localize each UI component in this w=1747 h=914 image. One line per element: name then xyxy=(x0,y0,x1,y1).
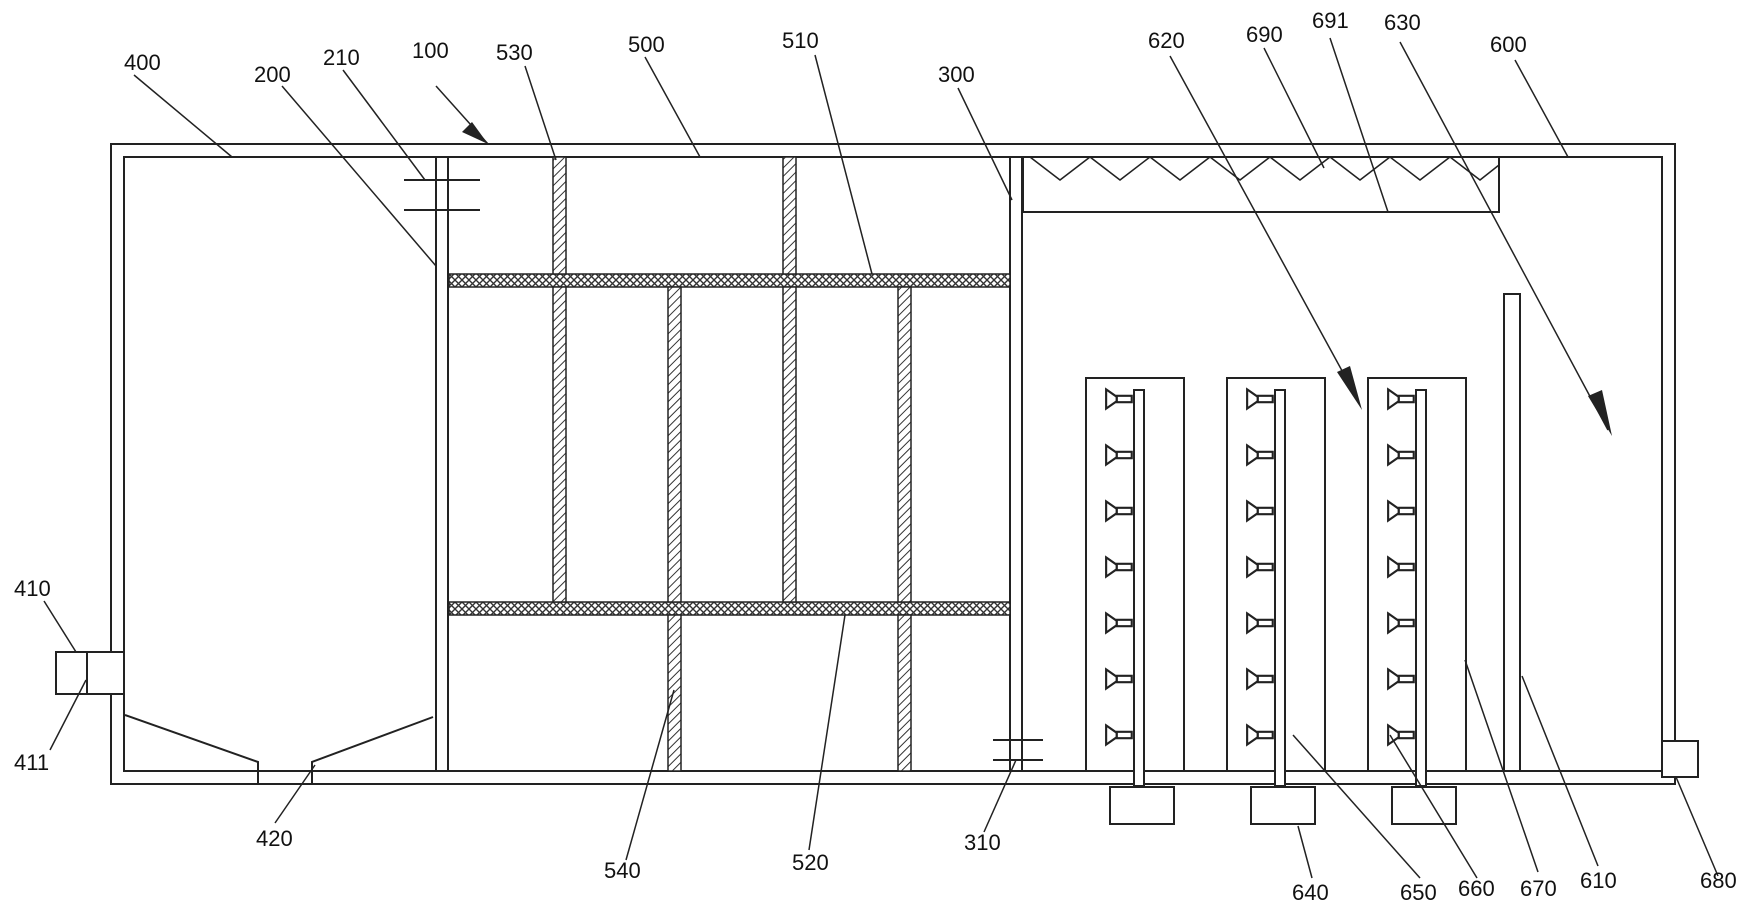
label-400: 400 xyxy=(124,50,161,75)
reference-labels: 400 200 210 100 530 500 510 300 620 690 … xyxy=(14,8,1737,905)
mesh-layer-520 xyxy=(448,601,1011,616)
label-680: 680 xyxy=(1700,868,1737,893)
riser-pipe xyxy=(1415,389,1427,787)
inlet-pipe-410 xyxy=(86,651,125,695)
cover-691 xyxy=(1022,156,1500,213)
label-500: 500 xyxy=(628,32,665,57)
label-310: 310 xyxy=(964,830,1001,855)
pump-base xyxy=(1109,786,1175,825)
label-520: 520 xyxy=(792,850,829,875)
pump-base xyxy=(1391,786,1457,825)
label-410: 410 xyxy=(14,576,51,601)
label-411: 411 xyxy=(14,750,49,775)
sedimentation-chamber xyxy=(55,651,434,783)
riser-pipe xyxy=(1133,389,1145,787)
partition-300 xyxy=(993,156,1043,772)
label-210: 210 xyxy=(323,45,360,70)
label-530: 530 xyxy=(496,40,533,65)
filter-section xyxy=(448,156,1011,772)
label-670: 670 xyxy=(1520,876,1557,901)
label-420: 420 xyxy=(256,826,293,851)
support-bar-530 xyxy=(552,156,567,275)
label-610: 610 xyxy=(1580,868,1617,893)
mesh-layer-510 xyxy=(448,273,1011,288)
label-660: 660 xyxy=(1458,876,1495,901)
label-540: 540 xyxy=(604,858,641,883)
baffle-610 xyxy=(1503,293,1521,772)
pump-base xyxy=(1250,786,1316,825)
label-200: 200 xyxy=(254,62,291,87)
partition-200 xyxy=(404,156,480,772)
support-bar-540 xyxy=(667,614,682,772)
label-640: 640 xyxy=(1292,880,1329,905)
label-650: 650 xyxy=(1400,880,1437,905)
label-510: 510 xyxy=(782,28,819,53)
label-300: 300 xyxy=(938,62,975,87)
outer-tank xyxy=(110,143,1676,785)
label-690: 690 xyxy=(1246,22,1283,47)
label-691: 691 xyxy=(1312,8,1349,33)
label-620: 620 xyxy=(1148,28,1185,53)
label-630: 630 xyxy=(1384,10,1421,35)
label-600: 600 xyxy=(1490,32,1527,57)
leader-lines xyxy=(43,37,1719,879)
riser-pipe xyxy=(1274,389,1286,787)
zigzag-690 xyxy=(1029,156,1500,181)
label-100: 100 xyxy=(412,38,449,63)
outlet-680 xyxy=(1661,740,1699,778)
treatment-chamber xyxy=(1022,156,1699,825)
